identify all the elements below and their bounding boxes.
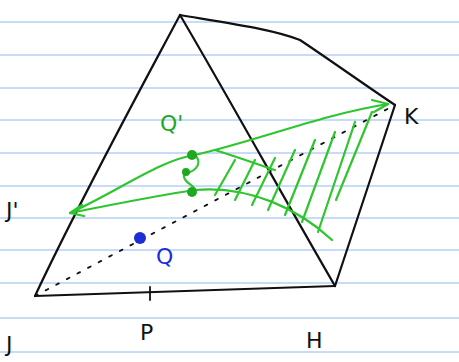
vertex-label: J: [6, 334, 13, 356]
point-label: Q: [156, 246, 173, 268]
ruled-lines: [0, 22, 459, 352]
section-curves: [70, 100, 388, 240]
vertex-label: J': [6, 200, 19, 222]
tetrahedron-edges: [35, 15, 395, 300]
points: [134, 150, 197, 244]
vertex-label: H: [306, 330, 323, 352]
vertex-label: K: [404, 106, 418, 128]
point-label: Q': [160, 113, 183, 135]
point-label: P: [140, 322, 153, 344]
